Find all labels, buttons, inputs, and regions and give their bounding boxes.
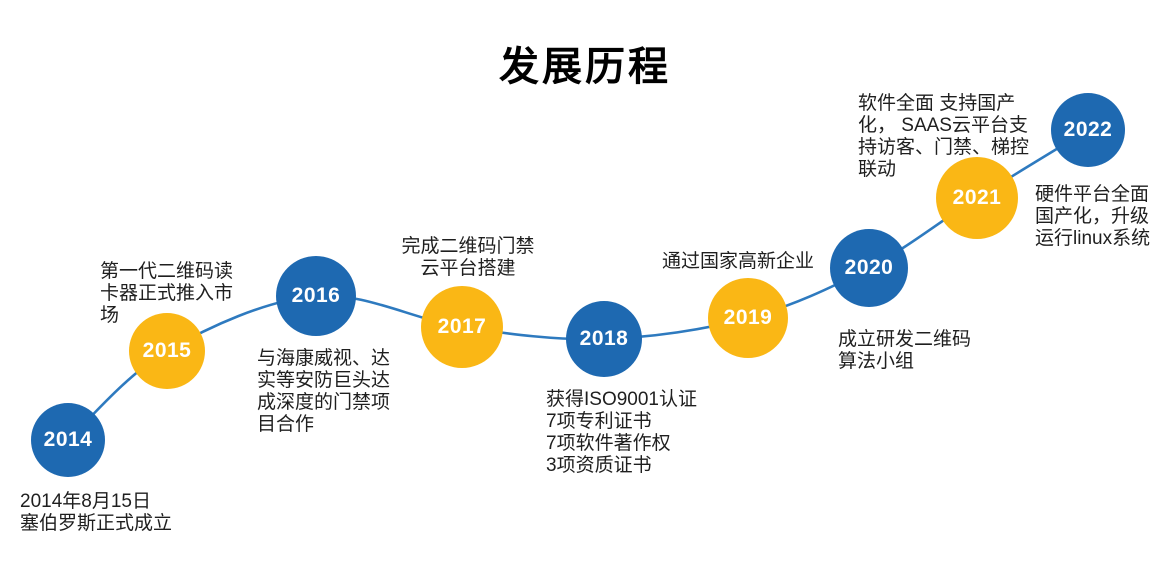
caption-line: 7项专利证书 (546, 411, 652, 432)
timeline-node-2015: 2015 (129, 313, 205, 389)
page-title: 发展历程 (499, 45, 671, 89)
timeline-node-caption-2015: 第一代二维码读卡器正式推入市场 (100, 261, 233, 327)
caption-line: 通过国家高新企业 (662, 251, 815, 272)
timeline-year-label: 2020 (844, 256, 894, 279)
timeline-node-2018: 2018 (566, 301, 642, 377)
timeline-node-2020: 2020 (830, 229, 908, 307)
timeline-year-label: 2022 (1063, 118, 1113, 141)
timeline-node-2014: 2014 (31, 403, 105, 477)
timeline-node-caption-2022: 硬件平台全面国产化，升级运行linux系统 (1035, 184, 1150, 250)
caption-line: 第一代二维码读 (100, 261, 234, 282)
caption-line: 与海康威视、达 (257, 348, 391, 369)
caption-line: 软件全面 支持国产 (858, 93, 1016, 114)
timeline-node-caption-2017: 完成二维码门禁云平台搭建 (393, 236, 543, 280)
caption-line: 化， SAAS云平台支 (858, 115, 1028, 136)
timeline-year-label: 2018 (579, 327, 629, 350)
caption-line: 7项软件著作权 (546, 433, 671, 454)
timeline-year-label: 2014 (43, 428, 93, 451)
caption-line: 算法小组 (838, 351, 915, 372)
caption-line: 持访客、门禁、梯控 (858, 137, 1030, 158)
caption-line: 卡器正式推入市 (100, 283, 234, 304)
caption-line: 联动 (858, 159, 897, 180)
caption-line: 目合作 (257, 414, 315, 435)
timeline-year-label: 2015 (142, 339, 192, 362)
timeline-node-caption-2014: 2014年8月15日塞伯罗斯正式成立 (20, 491, 172, 535)
timeline-node-2017: 2017 (421, 286, 503, 368)
caption-line: 实等安防巨头达 (257, 370, 391, 391)
timeline-node-2016: 2016 (276, 256, 356, 336)
caption-line: 场 (100, 305, 120, 326)
timeline-node-caption-2021: 软件全面 支持国产化， SAAS云平台支持访客、门禁、梯控联动 (858, 93, 1029, 181)
timeline-node-2021: 2021 (936, 157, 1018, 239)
caption-line: 国产化，升级 (1035, 206, 1150, 227)
timeline-node-2019: 2019 (708, 278, 788, 358)
timeline-node-caption-2019: 通过国家高新企业 (662, 251, 814, 273)
caption-line: 3项资质证书 (546, 455, 652, 476)
timeline-node-2022: 2022 (1051, 93, 1125, 167)
timeline-year-label: 2019 (723, 306, 773, 329)
timeline-year-label: 2016 (291, 284, 341, 307)
caption-line: 完成二维码门禁 (401, 236, 535, 257)
caption-line: 成立研发二维码 (838, 329, 972, 350)
caption-line: 获得ISO9001认证 (546, 389, 697, 410)
timeline-node-caption-2016: 与海康威视、达实等安防巨头达成深度的门禁项目合作 (257, 348, 390, 436)
caption-line: 成深度的门禁项 (257, 392, 391, 413)
caption-line: 2014年8月15日 (20, 491, 151, 512)
caption-line: 硬件平台全面 (1035, 184, 1150, 205)
timeline-year-label: 2021 (952, 186, 1002, 209)
timeline-node-caption-2020: 成立研发二维码算法小组 (838, 329, 971, 373)
caption-line: 塞伯罗斯正式成立 (20, 513, 173, 534)
caption-line: 云平台搭建 (420, 258, 516, 279)
timeline-year-label: 2017 (437, 315, 487, 338)
caption-line: 运行linux系统 (1035, 228, 1151, 249)
